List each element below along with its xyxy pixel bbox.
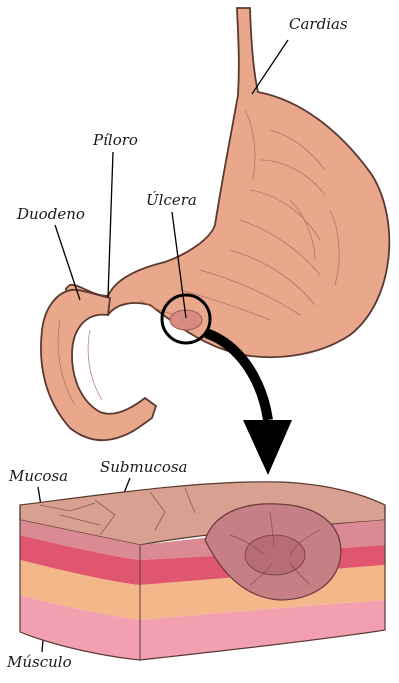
arrowhead-icon <box>243 420 292 475</box>
duodenum <box>41 290 156 440</box>
label-submucosa: Submucosa <box>100 458 188 476</box>
cardias-leader <box>252 40 288 94</box>
label-cardias: Cardias <box>289 15 348 33</box>
ulcer-spot <box>170 310 202 330</box>
ulcer-crater-center <box>245 535 305 575</box>
tissue-block <box>20 482 385 660</box>
label-musculo: Músculo <box>7 653 72 671</box>
label-ulcera: Úlcera <box>146 191 197 209</box>
label-mucosa: Mucosa <box>9 467 68 485</box>
label-duodeno: Duodeno <box>17 205 85 223</box>
stomach <box>66 8 390 357</box>
label-piloro: Píloro <box>93 131 138 149</box>
piloro-leader <box>108 152 113 297</box>
